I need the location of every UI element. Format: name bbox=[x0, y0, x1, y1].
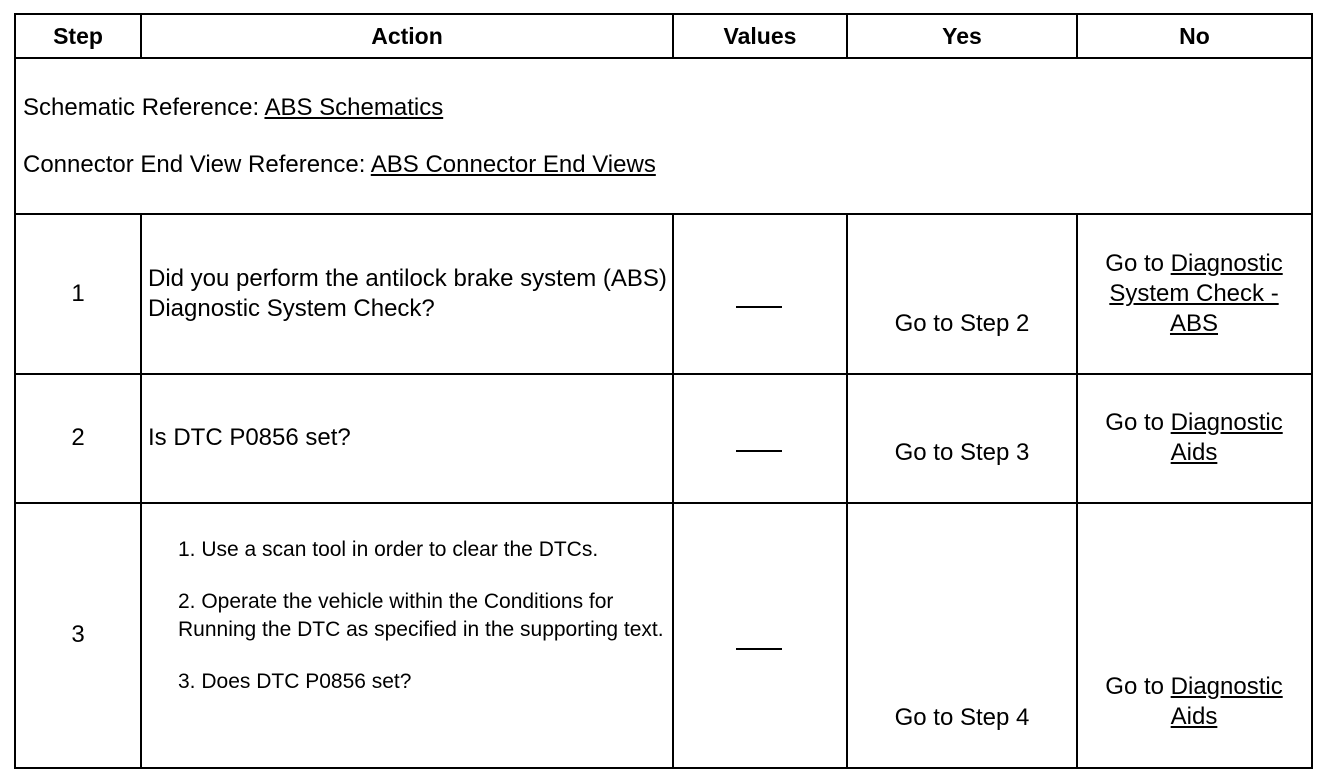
table-row: 1 Did you perform the antilock brake sys… bbox=[16, 215, 1311, 375]
schematic-reference-link[interactable]: ABS Schematics bbox=[264, 94, 444, 121]
step-action: Is DTC P0856 set? bbox=[148, 424, 351, 451]
no-result-prefix: Go to bbox=[1105, 673, 1171, 700]
action-item: 3. Does DTC P0856 set? bbox=[178, 670, 412, 693]
no-result-prefix: Go to bbox=[1105, 250, 1171, 277]
diagnostic-table: Step Action Values Yes No Schematic Refe… bbox=[14, 13, 1313, 769]
yes-result: Go to Step 3 bbox=[894, 439, 1030, 466]
action-item: 2. Operate the vehicle within the Condit… bbox=[178, 590, 664, 641]
header-row: Step Action Values Yes No bbox=[16, 15, 1311, 59]
no-result-link[interactable]: Diagnostic System Check - ABS bbox=[1109, 250, 1283, 337]
header-action: Action bbox=[371, 22, 443, 49]
header-values: Values bbox=[723, 22, 797, 49]
no-result-prefix: Go to bbox=[1105, 409, 1171, 436]
connector-reference-label: Connector End View Reference: bbox=[23, 151, 371, 178]
header-no: No bbox=[1179, 22, 1210, 49]
table-row: 2 Is DTC P0856 set? Go to Step 3 Go to D… bbox=[16, 375, 1311, 504]
yes-result: Go to Step 2 bbox=[894, 310, 1030, 337]
reference-row: Schematic Reference: ABS Schematics Conn… bbox=[16, 59, 1311, 215]
no-result: Go to Diagnostic System Check - ABS bbox=[1084, 249, 1304, 339]
no-result-link[interactable]: Diagnostic Aids bbox=[1170, 673, 1283, 730]
values-dash bbox=[736, 648, 782, 650]
step-number: 2 bbox=[71, 424, 85, 451]
step-action-list: 1. Use a scan tool in order to clear the… bbox=[178, 536, 666, 696]
step-number: 3 bbox=[71, 621, 85, 648]
connector-reference-link[interactable]: ABS Connector End Views bbox=[370, 151, 656, 178]
connector-reference: Connector End View Reference: ABS Connec… bbox=[23, 150, 656, 180]
step-number: 1 bbox=[71, 280, 85, 307]
header-yes: Yes bbox=[942, 22, 982, 49]
yes-result: Go to Step 4 bbox=[894, 704, 1030, 731]
no-result: Go to Diagnostic Aids bbox=[1084, 408, 1304, 468]
header-step: Step bbox=[53, 22, 103, 49]
values-dash bbox=[736, 306, 782, 308]
step-action: Did you perform the antilock brake syste… bbox=[148, 265, 667, 322]
action-item: 1. Use a scan tool in order to clear the… bbox=[178, 538, 599, 561]
values-dash bbox=[736, 450, 782, 452]
no-result: Go to Diagnostic Aids bbox=[1084, 672, 1304, 732]
schematic-reference: Schematic Reference: ABS Schematics bbox=[23, 93, 443, 123]
table-row: 3 1. Use a scan tool in order to clear t… bbox=[16, 504, 1311, 767]
schematic-reference-label: Schematic Reference: bbox=[23, 94, 265, 121]
no-result-link[interactable]: Diagnostic Aids bbox=[1170, 409, 1283, 466]
